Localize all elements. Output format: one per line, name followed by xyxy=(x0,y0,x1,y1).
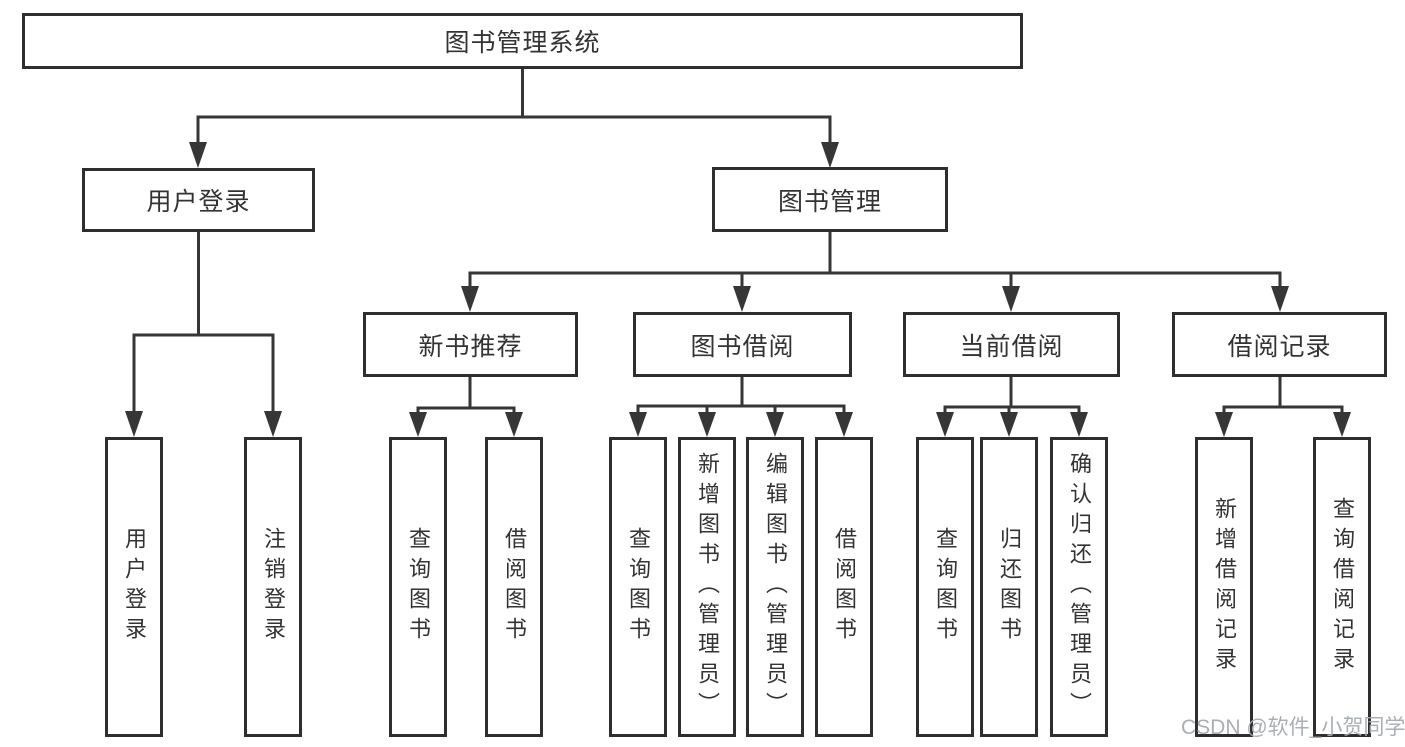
node-new-book-recommend: 新书推荐 xyxy=(363,312,578,377)
node-leaf-borrow-books-rec: 借阅图书 xyxy=(485,437,543,737)
node-label: 新书推荐 xyxy=(418,332,523,361)
node-leaf-edit-books-admin: 编辑图书（管理员） xyxy=(746,437,804,737)
node-label: 图书管理系统 xyxy=(444,29,601,57)
node-label: 图书管理 xyxy=(777,187,882,216)
node-user-login: 用户登录 xyxy=(82,168,315,232)
node-label: 借阅图书 xyxy=(502,527,527,647)
node-leaf-add-borrow-record: 新增借阅记录 xyxy=(1195,437,1253,737)
csdn-watermark: CSDN @软件_小贺同学 xyxy=(1181,716,1405,739)
node-label: 查询图书 xyxy=(626,527,651,647)
node-label: 注销登录 xyxy=(261,527,286,647)
node-label: 确认归还（管理员） xyxy=(1067,452,1092,722)
node-root-library-system: 图书管理系统 xyxy=(22,13,1023,69)
node-leaf-add-books-admin: 新增图书（管理员） xyxy=(678,437,736,737)
node-label: 图书借阅 xyxy=(690,332,795,361)
node-leaf-query-books-rec: 查询图书 xyxy=(389,437,447,737)
node-leaf-borrow-books: 借阅图书 xyxy=(815,437,873,737)
node-label: 新增借阅记录 xyxy=(1212,497,1237,677)
node-label: 用户登录 xyxy=(122,527,147,647)
node-book-borrowing: 图书借阅 xyxy=(633,312,852,377)
node-book-management: 图书管理 xyxy=(712,167,948,232)
node-leaf-query-borrow-record: 查询借阅记录 xyxy=(1313,437,1371,737)
node-leaf-query-books-borrow: 查询图书 xyxy=(609,437,667,737)
node-leaf-logout: 注销登录 xyxy=(244,437,302,737)
node-leaf-confirm-return-admin: 确认归还（管理员） xyxy=(1050,437,1108,737)
node-current-borrowing: 当前借阅 xyxy=(903,312,1120,377)
node-label: 编辑图书（管理员） xyxy=(763,452,788,722)
node-borrowing-records: 借阅记录 xyxy=(1172,312,1387,377)
node-leaf-query-books-current: 查询图书 xyxy=(916,437,974,737)
node-label: 查询借阅记录 xyxy=(1330,497,1355,677)
node-label: 借阅记录 xyxy=(1227,332,1332,361)
node-label: 借阅图书 xyxy=(832,527,857,647)
node-label: 查询图书 xyxy=(406,527,431,647)
node-leaf-user-login: 用户登录 xyxy=(105,437,163,737)
node-label: 用户登录 xyxy=(146,188,251,216)
node-leaf-return-books: 归还图书 xyxy=(980,437,1038,737)
node-label: 归还图书 xyxy=(997,527,1022,647)
node-label: 当前借阅 xyxy=(959,332,1064,361)
node-label: 查询图书 xyxy=(933,527,958,647)
node-label: 新增图书（管理员） xyxy=(695,452,720,722)
